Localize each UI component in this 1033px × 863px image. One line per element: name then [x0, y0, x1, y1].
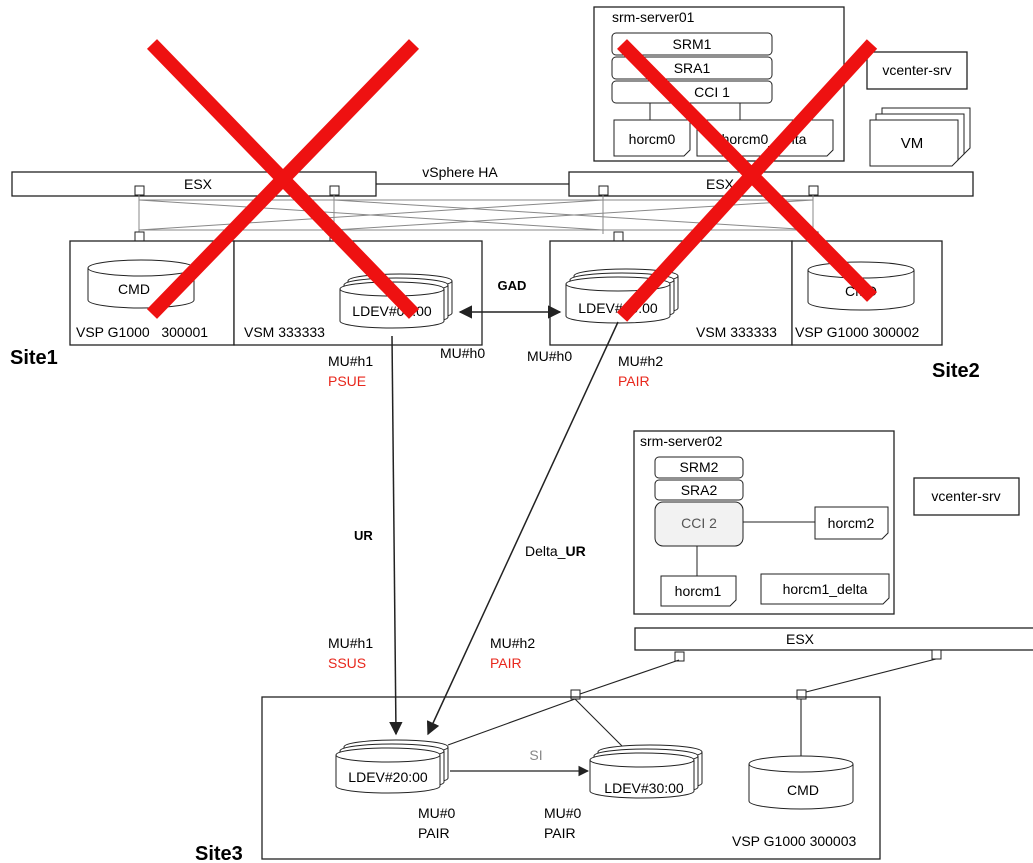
mu-site3-mu0-a-status: PAIR — [418, 825, 450, 841]
site1-label: Site1 — [10, 347, 58, 369]
ur-label: UR — [354, 528, 373, 543]
cmd-site3-label: CMD — [787, 782, 819, 798]
mu-site2-h2: MU#h2 — [618, 353, 663, 369]
horcm2-label: horcm2 — [828, 515, 875, 531]
srm-server01-box: srm-server01 SRM1 SRA1 CCI 1 horcm0 horc… — [593, 6, 845, 162]
site2-failure-cross — [616, 39, 878, 322]
vsm-site1-label: VSM 333333 — [244, 324, 325, 340]
cci1-block — [611, 80, 773, 104]
mu-site3-h1: MU#h1 — [328, 635, 373, 651]
srm-server01-title: srm-server01 — [612, 9, 695, 25]
mu-site1-h1-status: PSUE — [328, 373, 366, 389]
delta-ur-label: Delta_UR — [525, 543, 586, 559]
vsp-site1-label: VSP G1000 300001 — [76, 324, 208, 340]
vsp-site3-label: VSP G1000 300003 — [732, 833, 857, 849]
mu-site3-h1-status: SSUS — [328, 655, 366, 671]
srm-server02-title: srm-server02 — [640, 433, 723, 449]
horcm0-label: horcm0 — [629, 131, 676, 147]
mu-site3-mu0-b-status: PAIR — [544, 825, 576, 841]
vm-label: VM — [901, 135, 924, 152]
mu-site3-mu0-b: MU#0 — [544, 805, 582, 821]
storage-site2: LDEV#00:00 VSM 333333 CMD VSP G1000 3000… — [549, 240, 943, 346]
mu-site3-mu0-a: MU#0 — [418, 805, 456, 821]
sra1-label: SRA1 — [674, 60, 711, 76]
esx-site1-bar — [11, 171, 377, 197]
horcm1-delta-file — [760, 573, 890, 605]
cci2-block — [654, 501, 744, 547]
vcenter-srv-site2-label: vcenter-srv — [882, 62, 951, 78]
esx-site3-bar — [634, 627, 1033, 651]
delta-ur-link — [426, 321, 619, 736]
cmd-site1-label: CMD — [118, 281, 150, 297]
cci1-label: CCI 1 — [694, 84, 730, 100]
mu-site1-h0: MU#h0 — [440, 345, 485, 361]
storage-site1: CMD VSP G1000 300001 LDEV#00:00 VSM 3333… — [69, 240, 483, 346]
srm1-label: SRM1 — [673, 36, 712, 52]
ldev-site1-label: LDEV#00:00 — [352, 303, 432, 319]
horcm1-file — [660, 575, 737, 607]
ldev-site2-label: LDEV#00:00 — [578, 300, 658, 316]
horcm2-file — [814, 506, 889, 540]
storage-site3: LDEV#20:00 LDEV#30:00 CMD VSP G1000 3000… — [261, 696, 881, 860]
cci2-label: CCI 2 — [681, 515, 717, 531]
vcenter-srv-site2 — [866, 51, 968, 90]
mu-site3-h2-status: PAIR — [490, 655, 522, 671]
srm1-block — [611, 32, 773, 56]
sra2-block — [654, 479, 744, 501]
mu-site1-h1: MU#h1 — [328, 353, 373, 369]
vm-stack: VM — [869, 107, 971, 167]
site3-label: Site3 — [195, 843, 243, 863]
horcm0-file — [613, 119, 691, 157]
si-label: SI — [529, 747, 542, 763]
san-wiring — [138, 195, 814, 234]
site2-label: Site2 — [932, 360, 980, 382]
ur-link — [389, 335, 403, 736]
esx-site3-label: ESX — [786, 631, 815, 647]
vcenter-srv-site3 — [913, 477, 1020, 516]
vsphere-ha-label: vSphere HA — [422, 164, 498, 180]
ldev-site3-primary-stack — [335, 739, 449, 794]
site3-san-wiring — [447, 658, 937, 757]
vcenter-srv-site3-label: vcenter-srv — [931, 488, 1000, 504]
srm2-block — [654, 456, 744, 479]
cmd-site3-cylinder — [748, 755, 854, 810]
srm2-label: SRM2 — [680, 459, 719, 475]
mu-site3-h2: MU#h2 — [490, 635, 535, 651]
srm-server02-box: srm-server02 SRM2 SRA2 CCI 2 horcm2 horc… — [633, 430, 895, 615]
ldev-site3-primary-label: LDEV#20:00 — [348, 769, 428, 785]
site1-failure-cross — [146, 39, 420, 319]
sra2-label: SRA2 — [681, 482, 718, 498]
ldev-site3-secondary-label: LDEV#30:00 — [604, 780, 684, 796]
horcm1-label: horcm1 — [675, 583, 722, 599]
horcm1-delta-label: horcm1_delta — [783, 581, 868, 597]
mu-site2-h2-status: PAIR — [618, 373, 650, 389]
ldev-site3-secondary-stack — [589, 744, 703, 799]
mu-site2-h0: MU#h0 — [527, 348, 572, 364]
vsm-site2-label: VSM 333333 — [696, 324, 777, 340]
esx-site2-label: ESX — [706, 176, 735, 192]
vsp-site2-label: VSP G1000 300002 — [795, 324, 920, 340]
esx-site1-label: ESX — [184, 176, 213, 192]
gad-label: GAD — [498, 278, 527, 293]
